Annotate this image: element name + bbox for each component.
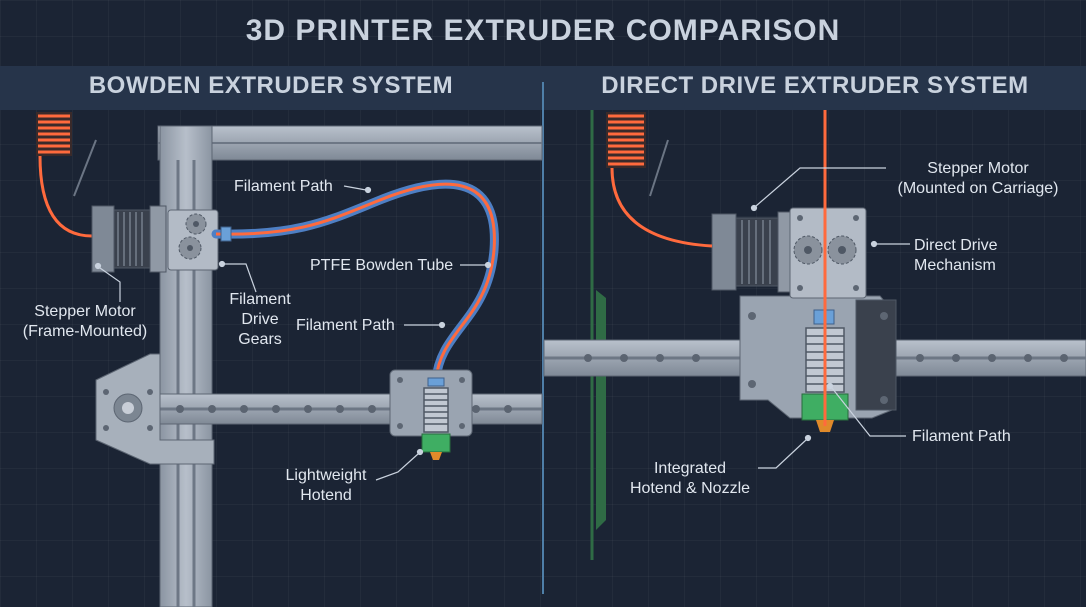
spool-icon (606, 112, 669, 197)
label-filament-path-top: Filament Path (234, 178, 333, 195)
label-ptfe-bowden-tube: PTFE Bowden Tube (310, 257, 454, 274)
nozzle-icon (430, 452, 442, 460)
filament-feed (38, 155, 93, 238)
label-stepper-motor-carriage: Stepper Motor (Mounted on Carriage) (897, 160, 1059, 197)
frame-vertical-extrusion (159, 125, 213, 607)
label-filament-path-mid: Filament Path (296, 317, 395, 334)
right-panel-art (543, 110, 1086, 560)
left-panel-title: BOWDEN EXTRUDER SYSTEM (88, 72, 454, 99)
label-stepper-motor-frame: Stepper Motor (Frame-Mounted) (22, 303, 148, 340)
page-title: 3D PRINTER EXTRUDER COMPARISON (245, 14, 841, 47)
panel-divider (542, 82, 544, 594)
label-filament-path-right: Filament Path (912, 428, 1011, 445)
stepper-motor-icon (711, 211, 793, 293)
label-direct-drive-mechanism: Direct Drive Mechanism (914, 237, 998, 274)
ptfe-bowden-tube (211, 179, 499, 385)
filament-path-line (215, 182, 496, 381)
stepper-motor-icon (91, 205, 167, 273)
label-lightweight-hotend: Lightweight Hotend (285, 467, 367, 504)
filament-feed (610, 167, 713, 248)
hotend-icon (389, 369, 473, 453)
label-integrated-hotend-nozzle: Integrated Hotend & Nozzle (629, 460, 751, 497)
corner-bracket (95, 353, 215, 465)
frame-edge (596, 290, 606, 530)
right-panel-title: DIRECT DRIVE EXTRUDER SYSTEM (601, 72, 1029, 99)
label-filament-drive-gears: Filament Drive Gears (229, 291, 291, 348)
linear-rail-icon (103, 393, 543, 425)
left-panel-art (36, 112, 543, 607)
spool-icon (36, 112, 97, 197)
gear-icon (178, 213, 207, 260)
gear-icon (793, 235, 857, 265)
